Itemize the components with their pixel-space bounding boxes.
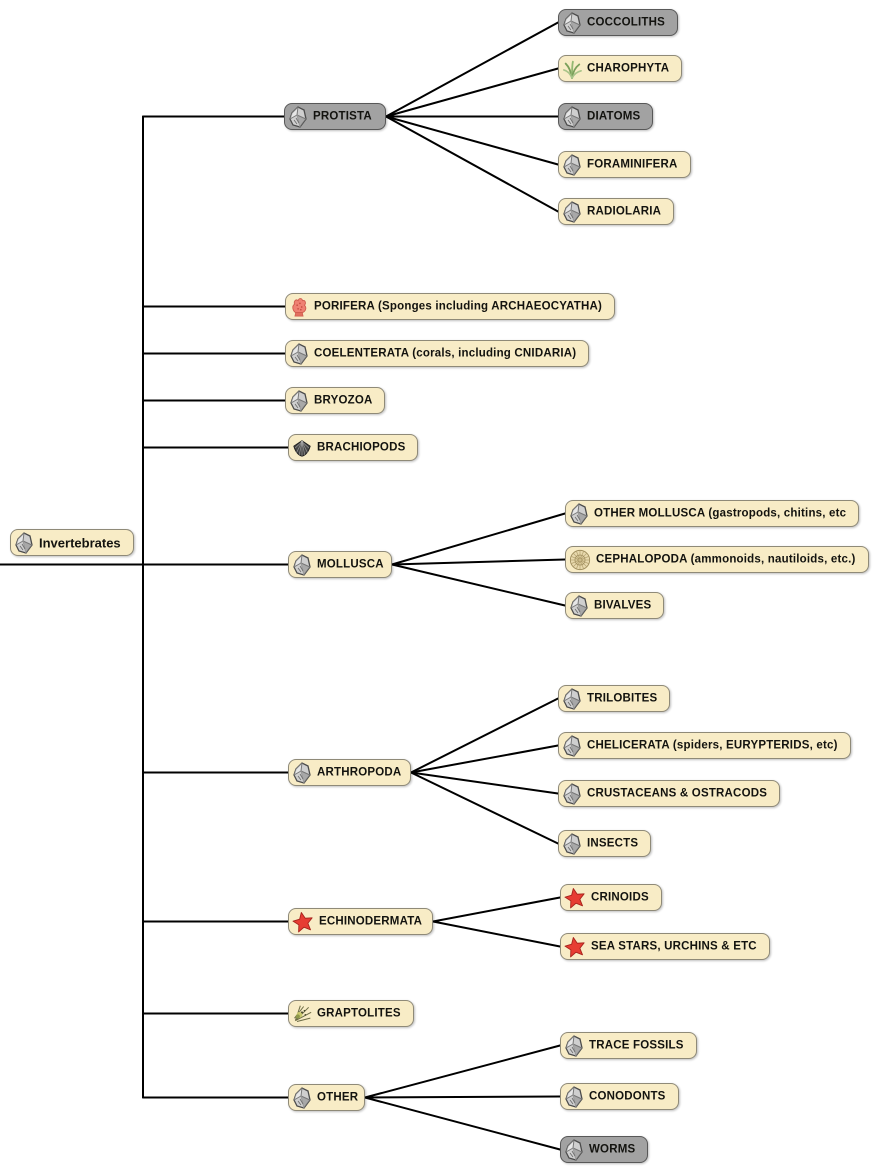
rock-icon xyxy=(562,833,582,855)
node-bivalves[interactable]: BIVALVES xyxy=(565,592,665,619)
node-other[interactable]: OTHER xyxy=(288,1084,365,1111)
node-label: CEPHALOPODA (ammonoids, nautiloids, etc.… xyxy=(596,553,856,566)
rock-icon xyxy=(289,343,309,365)
sponge-icon xyxy=(289,296,309,318)
rock-icon xyxy=(288,106,308,128)
rock-icon xyxy=(292,554,312,576)
node-label: TRACE FOSSILS xyxy=(589,1039,684,1052)
node-label: PROTISTA xyxy=(313,110,372,123)
node-sea-stars-urchins[interactable]: SEA STARS, URCHINS & ETC xyxy=(560,933,770,960)
plant-icon xyxy=(562,58,582,80)
rock-icon xyxy=(562,12,582,34)
node-label: CHELICERATA (spiders, EURYPTERIDS, etc) xyxy=(587,739,838,752)
node-chelicerata[interactable]: CHELICERATA (spiders, EURYPTERIDS, etc) xyxy=(558,732,851,759)
starfish-icon xyxy=(564,935,586,959)
node-foraminifera[interactable]: FORAMINIFERA xyxy=(558,151,691,178)
node-label: MOLLUSCA xyxy=(317,558,384,571)
rock-icon xyxy=(289,390,309,412)
node-label: COCCOLITHS xyxy=(587,16,666,29)
rock-icon xyxy=(569,503,589,525)
node-label: CONODONTS xyxy=(589,1090,666,1103)
node-label: Invertebrates xyxy=(39,535,121,551)
node-echinodermata[interactable]: ECHINODERMATA xyxy=(288,908,433,935)
rock-icon xyxy=(562,154,582,176)
node-label: TRILOBITES xyxy=(587,692,658,705)
node-trilobites[interactable]: TRILOBITES xyxy=(558,685,671,712)
rock-icon xyxy=(562,783,582,805)
node-label: ARTHROPODA xyxy=(317,766,402,779)
node-graptolites[interactable]: GRAPTOLITES xyxy=(288,1000,414,1027)
node-arthropoda[interactable]: ARTHROPODA xyxy=(288,759,411,786)
rock-icon xyxy=(14,532,34,554)
node-coelenterata[interactable]: COELENTERATA (corals, including CNIDARIA… xyxy=(285,340,590,367)
node-label: GRAPTOLITES xyxy=(317,1007,401,1020)
node-coccoliths[interactable]: COCCOLITHS xyxy=(558,9,679,36)
node-trace-fossils[interactable]: TRACE FOSSILS xyxy=(560,1032,697,1059)
brachiopod-icon xyxy=(292,437,312,459)
rock-icon xyxy=(564,1035,584,1057)
node-bryozoa[interactable]: BRYOZOA xyxy=(285,387,386,414)
node-invertebrates[interactable]: Invertebrates xyxy=(10,529,134,556)
node-conodonts[interactable]: CONODONTS xyxy=(560,1083,679,1110)
starfish-icon xyxy=(292,910,314,934)
node-label: BRACHIOPODS xyxy=(317,441,406,454)
rock-icon xyxy=(564,1086,584,1108)
node-brachiopods[interactable]: BRACHIOPODS xyxy=(288,434,419,461)
node-diatoms[interactable]: DIATOMS xyxy=(558,103,654,130)
rock-icon xyxy=(562,106,582,128)
node-label: CHAROPHYTA xyxy=(587,62,670,75)
rock-icon xyxy=(562,688,582,710)
node-worms[interactable]: WORMS xyxy=(560,1136,649,1163)
node-radiolaria[interactable]: RADIOLARIA xyxy=(558,198,675,225)
node-label: FORAMINIFERA xyxy=(587,158,678,171)
ammonite-icon xyxy=(569,548,591,572)
node-charophyta[interactable]: CHAROPHYTA xyxy=(558,55,683,82)
node-mollusca[interactable]: MOLLUSCA xyxy=(288,551,392,578)
node-label: BRYOZOA xyxy=(314,394,373,407)
node-protista[interactable]: PROTISTA xyxy=(284,103,386,130)
node-label: CRUSTACEANS & OSTRACODS xyxy=(587,787,768,800)
rock-icon xyxy=(569,595,589,617)
node-label: OTHER MOLLUSCA (gastropods, chitins, etc xyxy=(594,507,847,520)
rock-icon xyxy=(562,201,582,223)
rock-icon xyxy=(292,762,312,784)
node-cephalopoda[interactable]: CEPHALOPODA (ammonoids, nautiloids, etc.… xyxy=(565,546,869,573)
node-label: DIATOMS xyxy=(587,110,641,123)
node-label: OTHER xyxy=(317,1091,359,1104)
node-other-mollusca[interactable]: OTHER MOLLUSCA (gastropods, chitins, etc xyxy=(565,500,860,527)
rock-icon xyxy=(292,1087,312,1109)
node-label: INSECTS xyxy=(587,837,639,850)
node-crustaceans-ostracods[interactable]: CRUSTACEANS & OSTRACODS xyxy=(558,780,781,807)
node-label: SEA STARS, URCHINS & ETC xyxy=(591,940,757,953)
node-label: COELENTERATA (corals, including CNIDARIA… xyxy=(314,347,577,360)
node-label: ECHINODERMATA xyxy=(319,915,423,928)
node-porifera[interactable]: PORIFERA (Sponges including ARCHAEOCYATH… xyxy=(285,293,616,320)
node-label: BIVALVES xyxy=(594,599,652,612)
rock-icon xyxy=(562,735,582,757)
node-crinoids[interactable]: CRINOIDS xyxy=(560,884,662,911)
node-label: PORIFERA (Sponges including ARCHAEOCYATH… xyxy=(314,300,603,313)
node-insects[interactable]: INSECTS xyxy=(558,830,652,857)
node-label: CRINOIDS xyxy=(591,891,649,904)
starfish-icon xyxy=(564,886,586,910)
node-label: WORMS xyxy=(589,1143,636,1156)
node-label: RADIOLARIA xyxy=(587,205,662,218)
rock-icon xyxy=(564,1139,584,1161)
graptolite-icon xyxy=(292,1003,312,1025)
